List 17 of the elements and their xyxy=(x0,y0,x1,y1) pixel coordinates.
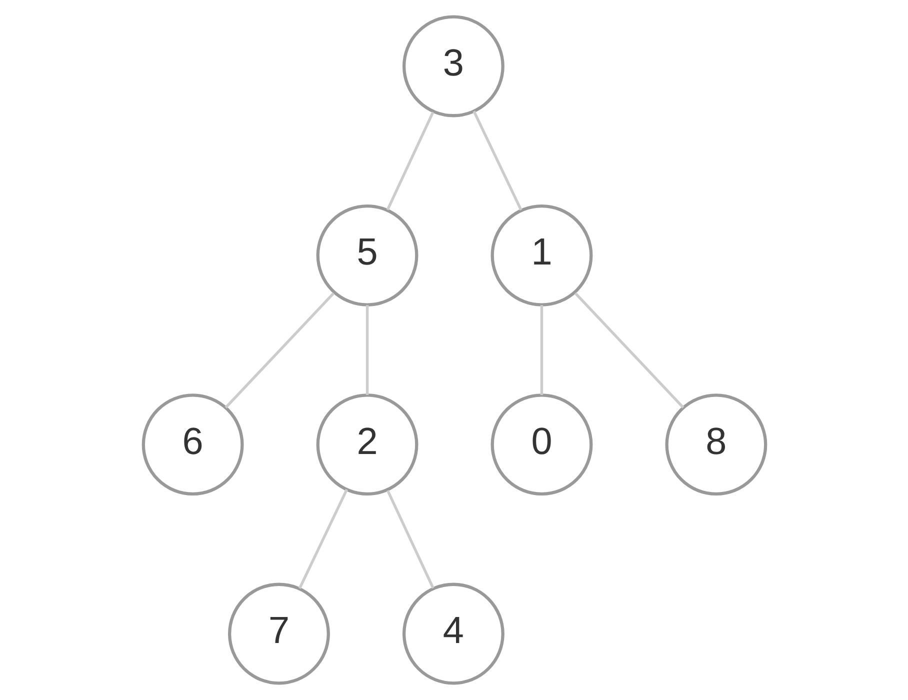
connector xyxy=(540,305,543,395)
node-circle: 7 xyxy=(228,582,330,685)
connector xyxy=(224,292,334,408)
connector xyxy=(365,305,368,395)
node-circle: 3 xyxy=(402,15,504,118)
connector xyxy=(298,489,348,589)
node-circle: 4 xyxy=(402,582,504,685)
connector xyxy=(386,112,434,210)
connector xyxy=(472,110,522,211)
node-circle: 8 xyxy=(664,394,767,496)
node-circle: 2 xyxy=(316,394,418,496)
connector xyxy=(386,490,434,589)
node-circle: 0 xyxy=(490,394,592,496)
node-circle: 6 xyxy=(141,394,244,496)
node-circle: 5 xyxy=(316,204,418,306)
node-circle: 1 xyxy=(490,204,592,306)
connector xyxy=(574,292,684,408)
